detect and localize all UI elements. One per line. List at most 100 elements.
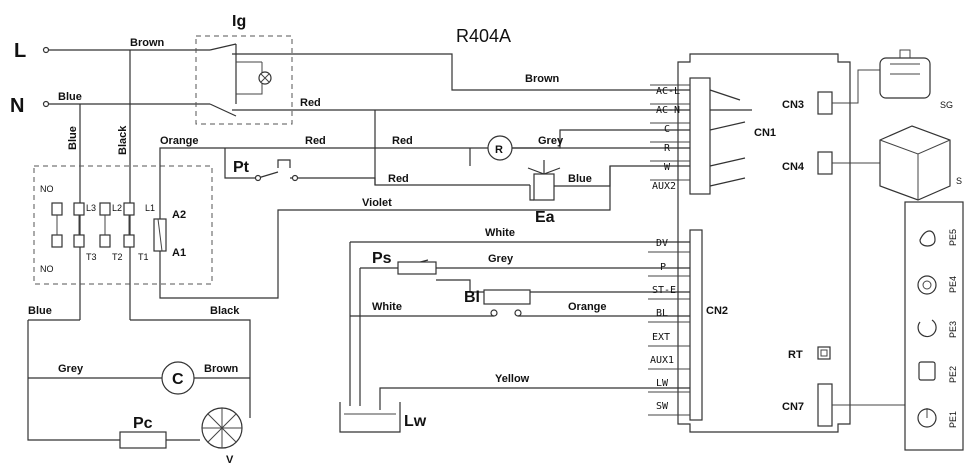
neutral-terminal: [42, 100, 50, 108]
cn1-terminal-r: R: [664, 143, 671, 154]
bl-terminal-b: [514, 309, 522, 317]
contactor-t3: T3: [86, 252, 97, 262]
ea-valve-icon: [527, 160, 561, 175]
refresh-icon: [917, 319, 937, 338]
pe5-indicator: PE5: [919, 229, 958, 247]
coil-a1-label: A1: [172, 247, 186, 259]
ps-label: Ps: [372, 250, 392, 267]
cn2-terminal-lw: LW: [656, 378, 669, 389]
c-label: C: [172, 371, 184, 388]
cn1-terminal-acl: AC-L: [656, 86, 680, 97]
cn1-terminal-w: W: [664, 162, 671, 173]
cn1-label: CN1: [754, 127, 776, 139]
gear-icon-center: [922, 280, 932, 290]
sg-label: SG: [940, 100, 953, 110]
line-terminal-label: L: [14, 40, 26, 62]
ps-switch-body: [397, 261, 437, 275]
wire-label-violet: Violet: [362, 197, 392, 209]
ea-label: Ea: [535, 209, 555, 226]
bl-heater-body: [483, 289, 531, 305]
wire-label-white-dv: White: [485, 227, 515, 239]
pe4-label: PE4: [948, 276, 958, 293]
bl-label: Bl: [464, 289, 480, 306]
cn1-terminal-acn: AC-N: [656, 105, 680, 116]
wire-label-red-pt: Red: [305, 135, 326, 147]
wire-brown-acl: [232, 53, 690, 91]
contactor-aux-bottom: [51, 234, 63, 248]
neutral-terminal-label: N: [10, 95, 24, 117]
cn2-terminal-aux1: AUX1: [650, 355, 674, 366]
cn1-connector: [689, 77, 711, 195]
sg-valve-detail: [890, 49, 920, 75]
contactor-aux-top: [51, 202, 63, 216]
contactor-coil-mark: [157, 218, 163, 252]
v-label: V: [226, 454, 234, 466]
cn1-terminal-c: C: [664, 124, 670, 135]
wire-label-grey-r: Grey: [538, 135, 564, 147]
gear-icon: [917, 275, 937, 295]
wire-violet: [159, 166, 611, 299]
ig-lamp-cross: [260, 73, 270, 83]
wire-label-brown-comp: Brown: [204, 363, 239, 375]
cn2-terminal-lines: [648, 251, 690, 416]
pe3-label: PE3: [948, 321, 958, 338]
pe5-label: PE5: [948, 229, 958, 246]
sg-gas-valve-icon: [879, 57, 931, 99]
wire-label-red-ea: Red: [388, 173, 409, 185]
s-pump-icon: [879, 125, 951, 201]
pt-label: Pt: [233, 159, 250, 176]
compressor-icon: [161, 361, 195, 395]
fan-blades: [202, 408, 242, 448]
pe1-indicator: PE1: [917, 408, 958, 428]
wire-label-grey-p: Grey: [488, 253, 514, 265]
cn1-terminal-lines: [650, 84, 690, 181]
wire-blue-ea: [554, 165, 690, 187]
rt-sensor-connector: [817, 346, 831, 360]
line-terminal: [42, 46, 50, 54]
cn2-label: CN2: [706, 305, 728, 317]
wire-grey-r: [512, 129, 690, 149]
ice-bin-icon: [918, 361, 936, 381]
wire-red-ea: [300, 177, 530, 186]
cn1-terminals: AC-L AC-N C R W AUX2: [652, 86, 680, 192]
wire-label-grey-comp: Grey: [58, 363, 84, 375]
cn2-terminal-sw: SW: [656, 401, 669, 412]
cn1-relay-contacts: [709, 89, 752, 187]
pe2-indicator: PE2: [918, 361, 958, 383]
wire-label-blue-n: Blue: [58, 91, 82, 103]
contactor-t2-bottom: [99, 234, 111, 248]
pe4-indicator: PE4: [917, 275, 958, 295]
pe1-label: PE1: [948, 411, 958, 428]
lw-label: Lw: [404, 413, 427, 430]
ea-valve-coil: [533, 173, 555, 201]
water-drop-icon: [919, 230, 936, 247]
cn2-terminal-ste: ST-E: [652, 285, 676, 296]
contactor-no-bottom: NO: [40, 264, 54, 274]
contactor-box: [33, 165, 213, 285]
wire-label-black-vertical: Black: [117, 125, 129, 155]
wire-label-brown-top: Brown: [130, 37, 165, 49]
wire-label-white-bl: White: [372, 301, 402, 313]
pe3-indicator: PE3: [917, 319, 958, 338]
cn2-terminal-bl: BL: [656, 308, 668, 319]
pe2-label: PE2: [948, 366, 958, 383]
contactor-poles: [56, 215, 130, 235]
wire-compressor-left: [27, 320, 120, 441]
rt-sensor-inner: [820, 349, 828, 357]
pc-label: Pc: [133, 415, 153, 432]
coil-a2-label: A2: [172, 209, 186, 221]
ig-switch-contacts: [209, 43, 237, 117]
cn1-terminal-aux2: AUX2: [652, 181, 676, 192]
wire-pt-left: [224, 148, 258, 179]
control-board: [677, 53, 851, 433]
contactor-t3-bottom: [73, 234, 85, 248]
ig-switch-link: [236, 61, 263, 95]
cn7-label: CN7: [782, 401, 804, 413]
wire-compressor-top: [28, 319, 251, 418]
pc-protector-body: [119, 431, 167, 449]
pt-terminal-b: [291, 174, 299, 182]
contactor-l1: L1: [145, 203, 155, 213]
contactor-no-top: NO: [40, 184, 54, 194]
wire-label-blue-ea: Blue: [568, 173, 592, 185]
wire-orange: [159, 147, 365, 219]
